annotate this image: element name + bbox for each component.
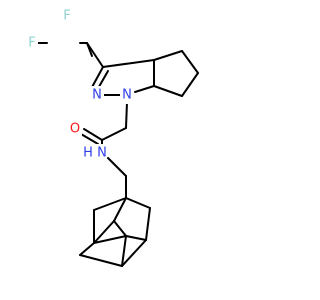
- bond-c3a-c4: [153, 50, 183, 61]
- amide-hydrogen-label: H: [83, 146, 93, 161]
- bond-c3a-c3: [102, 59, 155, 68]
- bond-n-ch2: [107, 157, 127, 177]
- bond-carbonyl-o-double: [80, 133, 99, 145]
- bond-n1-c7a: [134, 85, 155, 93]
- pyrazole-nitrogen-2-label: N: [92, 88, 102, 103]
- label-bg-o: [68, 120, 82, 138]
- bond-ad-3: [93, 235, 127, 244]
- bond-ad-11: [79, 254, 123, 267]
- label-bg-f1: [26, 34, 38, 52]
- fluorine-label-2: F: [63, 9, 70, 24]
- bond-n1-ch2: [125, 101, 128, 129]
- bond-ad-1: [93, 197, 127, 211]
- pyrazole-nitrogen-1-label: N: [122, 88, 132, 103]
- fluorine-label-1: F: [28, 36, 35, 51]
- label-bg-nh: [82, 144, 106, 162]
- bond-chf2-ring: [86, 42, 104, 68]
- bond-layer: [37, 42, 199, 267]
- label-bg-n1: [120, 86, 134, 104]
- bond-ad-10: [79, 242, 95, 256]
- amide-nitrogen-label: N: [97, 146, 107, 161]
- bond-c6-c7a: [153, 85, 183, 97]
- molecule-structure-diagram: F F N N O N H: [26, 7, 199, 267]
- bond-ad-9: [125, 235, 147, 241]
- bond-c5-c6: [181, 72, 199, 97]
- bond-ad-5: [145, 207, 151, 241]
- carbonyl-oxygen-label: O: [70, 122, 80, 137]
- bond-ad-13: [121, 235, 127, 267]
- label-bg-n2: [90, 86, 104, 104]
- bond-ad-8: [113, 220, 127, 237]
- bond-ad-4: [125, 197, 151, 209]
- bond-ad-12: [121, 239, 147, 267]
- bond-ad-7: [93, 220, 115, 244]
- bond-ad-6: [113, 197, 127, 222]
- bond-c4-c5: [181, 50, 199, 74]
- atom-label-layer: F F N N O N H: [26, 7, 134, 162]
- bond-ch2-carbonyl: [101, 127, 127, 141]
- label-bg-f2: [61, 7, 73, 25]
- bond-carbonyl-o: [83, 128, 103, 141]
- bond-c3-n2: [90, 66, 104, 90]
